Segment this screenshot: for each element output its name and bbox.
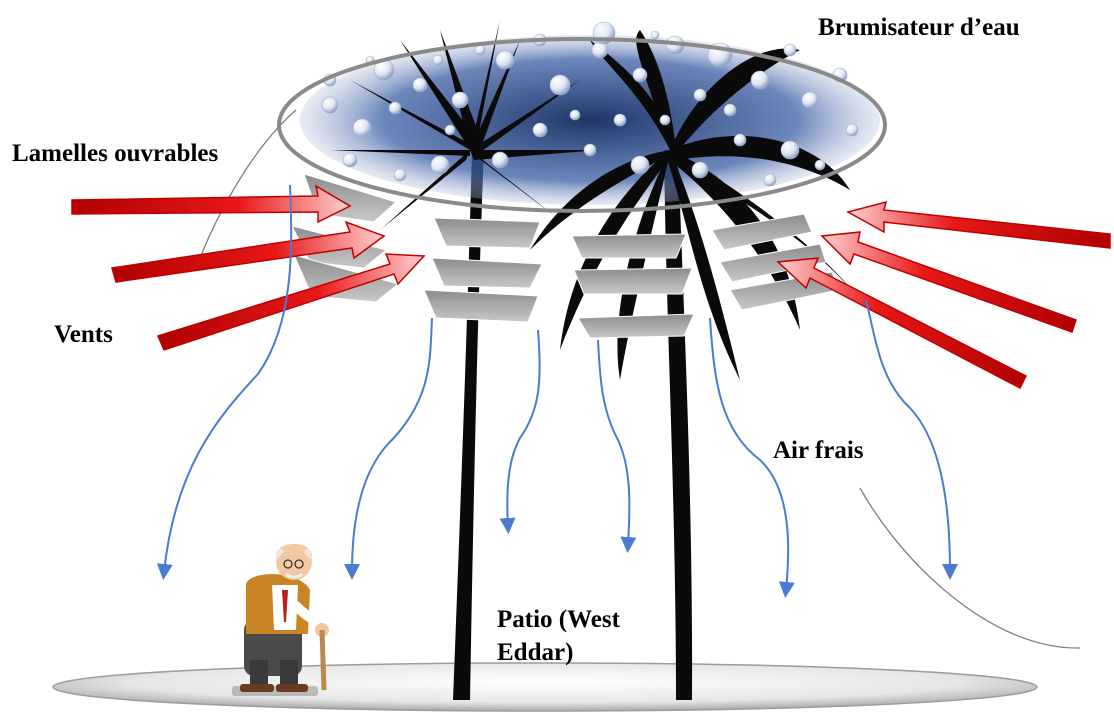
wind-arrow-l1 bbox=[72, 186, 350, 222]
wind-arrows-right bbox=[778, 202, 1110, 388]
fresh-air-label: Air frais bbox=[773, 437, 864, 465]
airflow-arrow-3 bbox=[507, 330, 539, 526]
leader-line-right bbox=[860, 488, 1080, 648]
palm-trunk-right bbox=[664, 150, 692, 700]
winds-label: Vents bbox=[54, 321, 113, 349]
louver-2a bbox=[434, 218, 540, 248]
opening-louvers-label: Lamelles ouvrables bbox=[12, 140, 218, 168]
louver-2c bbox=[424, 290, 538, 322]
louver-2b bbox=[432, 258, 542, 288]
louver-3c bbox=[578, 314, 694, 338]
wind-arrow-r3 bbox=[778, 258, 1026, 388]
louver-3b bbox=[574, 268, 692, 294]
patio-ground bbox=[53, 663, 1037, 711]
wind-arrow-r1 bbox=[848, 202, 1110, 248]
water-mister-label: Brumisateur d’eau bbox=[818, 14, 1020, 42]
airflow-arrow-2 bbox=[352, 318, 432, 572]
louver-3a bbox=[572, 234, 686, 258]
wind-arrow-r2 bbox=[822, 232, 1076, 332]
airflow-arrow-4 bbox=[598, 340, 629, 545]
patio-label: Patio (West Eddar) bbox=[497, 603, 667, 669]
